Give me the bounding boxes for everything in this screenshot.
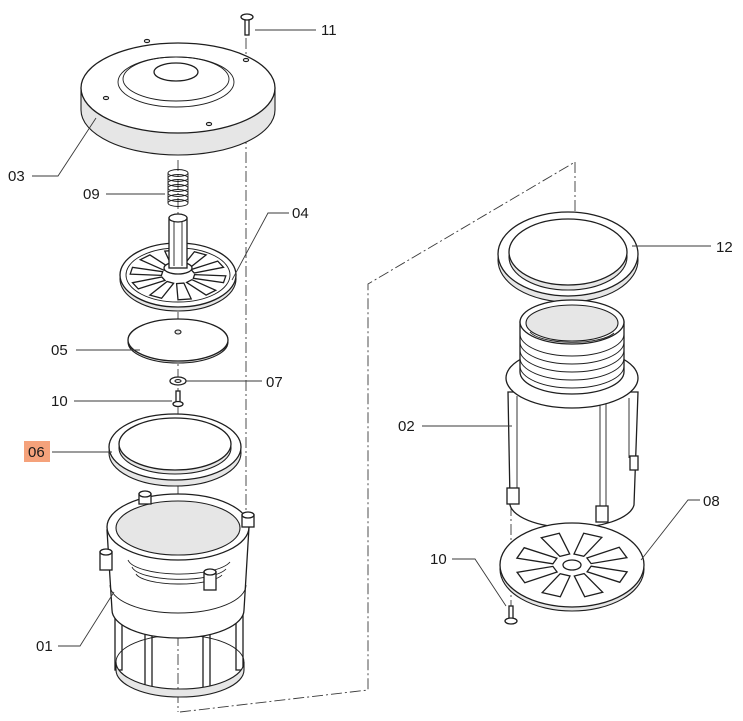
lid-top: [80, 42, 276, 134]
slot: [540, 572, 571, 598]
leader-line-10-right: [452, 558, 507, 607]
part-seal-ring-06: [108, 413, 242, 487]
housing-lug-top: [99, 548, 113, 556]
part-membrane-05: [127, 318, 229, 364]
part-screw-11: [240, 13, 254, 36]
callout-label-09: 09: [83, 186, 100, 203]
body-foot: [629, 455, 639, 471]
part-housing-01: [99, 490, 255, 698]
callout-label-11: 11: [321, 22, 337, 39]
callout-label-01: 01: [36, 638, 53, 655]
ring-inner: [508, 218, 628, 286]
callout-label-07: 07: [266, 374, 283, 391]
part-ring-12: [497, 211, 639, 303]
housing-opening: [115, 500, 241, 556]
part-washer-07: [169, 376, 187, 386]
slot: [573, 532, 604, 558]
part-grate-disc-08: [499, 522, 645, 612]
leader-line-08: [640, 499, 700, 561]
housing-thread: [127, 559, 231, 575]
neck-thread: [519, 357, 625, 381]
leader-lines: [32, 29, 711, 647]
leader-line-01: [58, 591, 115, 647]
slot: [185, 278, 218, 296]
disc-slots: [129, 249, 227, 301]
slot: [129, 266, 164, 277]
slot: [175, 282, 193, 301]
lid-hole: [102, 95, 110, 101]
lid-center-boss: [153, 62, 199, 82]
slot: [131, 276, 167, 290]
hub-shaft: [168, 217, 188, 269]
neck-opening: [525, 304, 619, 342]
slot: [515, 565, 559, 584]
callout-label-06: 06: [28, 444, 45, 461]
slot: [586, 565, 629, 584]
part-spring-09: [167, 169, 189, 207]
lid-ring-inner: [122, 56, 230, 102]
slot: [573, 572, 604, 598]
screw-head: [504, 617, 518, 625]
leader-line-04: [231, 212, 289, 281]
slot: [540, 532, 571, 558]
callout-labels: 11 03 09 04 05 07 10 06 01 12 02 08 10: [8, 22, 733, 655]
callout-label-02: 02: [398, 418, 415, 435]
membrane-hole: [174, 329, 182, 335]
neck-inner-thread: [529, 331, 615, 343]
callout-label-08: 08: [703, 493, 720, 510]
washer-hole: [174, 378, 182, 384]
part-screw-10-left: [172, 390, 184, 408]
hub-top: [168, 213, 188, 223]
housing-lug-top: [241, 511, 255, 519]
grate-hub: [562, 559, 582, 571]
part-lid-03: [80, 38, 276, 156]
neck-thread: [519, 333, 625, 357]
housing-leg: [202, 631, 211, 693]
screw-head: [240, 13, 254, 21]
housing-lug-top: [203, 568, 217, 576]
lid-hole: [242, 57, 250, 63]
slot: [515, 546, 558, 565]
callout-label-12: 12: [716, 239, 733, 256]
grate-slots: [515, 532, 629, 598]
callout-label-03: 03: [8, 168, 25, 185]
lid-hole: [143, 38, 151, 44]
neck-thread: [519, 341, 625, 365]
slot: [585, 546, 629, 565]
housing-body-band: [109, 584, 247, 614]
part-valve-disc-04: [119, 213, 237, 312]
leader-line-03: [32, 117, 97, 177]
ring-inner: [118, 417, 232, 471]
callout-label-04: 04: [292, 205, 309, 222]
slot: [148, 280, 175, 300]
slot: [189, 260, 225, 274]
housing-base-ring: [115, 661, 245, 698]
body-foot: [595, 505, 609, 523]
part-filter-body-02: [505, 299, 639, 529]
body-foot: [506, 487, 520, 505]
housing-base-top: [115, 634, 245, 663]
housing-lug-top: [138, 490, 152, 498]
screw-head: [172, 400, 184, 408]
housing-thread: [131, 566, 227, 580]
callout-label-05: 05: [51, 342, 68, 359]
membrane-face: [127, 318, 229, 362]
lid-hole: [205, 121, 213, 127]
slot: [192, 273, 227, 284]
neck-thread: [519, 365, 625, 389]
callout-label-10-left: 10: [51, 393, 68, 410]
callout-label-10-right: 10: [430, 551, 447, 568]
neck-thread: [519, 349, 625, 373]
callout-highlight-06: [24, 441, 50, 462]
body-lower: [507, 391, 639, 529]
part-screw-10-right: [504, 605, 518, 625]
